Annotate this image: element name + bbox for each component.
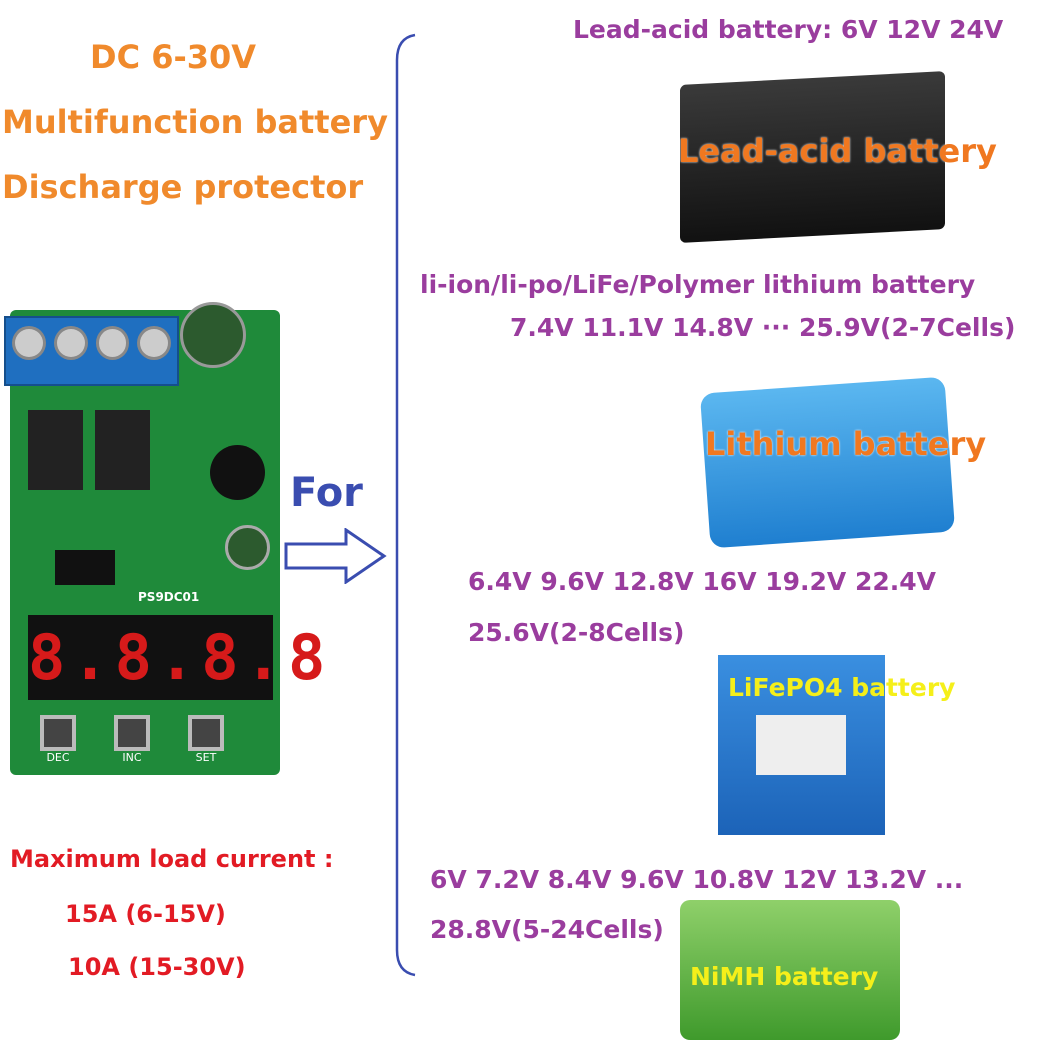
title-line-1: DC 6-30V <box>90 38 257 76</box>
set-button[interactable]: SET <box>188 715 224 764</box>
board-model: PS9DC01 <box>138 590 200 604</box>
lead-acid-spec: Lead-acid battery: 6V 12V 24V <box>573 15 1004 44</box>
lithium-spec-1: li-ion/li-po/LiFe/Polymer lithium batter… <box>420 270 976 299</box>
load-heading: Maximum load current : <box>10 845 334 873</box>
nimh-spec-1: 6V 7.2V 8.4V 9.6V 10.8V 12V 13.2V ... <box>430 865 964 894</box>
nimh-spec-2: 28.8V(5-24Cells) <box>430 915 664 944</box>
lifepo4-battery-image <box>718 655 885 835</box>
inductor <box>210 445 265 500</box>
lifepo4-spec-1: 6.4V 9.6V 12.8V 16V 19.2V 22.4V <box>468 567 937 596</box>
nimh-label: NiMH battery <box>690 962 879 991</box>
capacitor <box>180 302 246 368</box>
pcb-board: PS9DC01 8.8.8.8 DEC INC SET <box>4 302 325 775</box>
dec-button[interactable]: DEC <box>40 715 76 764</box>
brace-divider <box>395 33 416 977</box>
terminal-block <box>4 316 179 386</box>
lithium-label: Lithium battery <box>705 425 987 463</box>
title-line-2: Multifunction battery <box>2 103 388 141</box>
lifepo4-spec-2: 25.6V(2-8Cells) <box>468 618 685 647</box>
inc-button[interactable]: INC <box>114 715 150 764</box>
mosfet <box>28 410 83 490</box>
led-display: 8.8.8.8 <box>28 615 325 700</box>
for-label: For <box>290 470 363 516</box>
load-line-1: 15A (6-15V) <box>65 900 226 928</box>
title-line-3: Discharge protector <box>2 168 364 206</box>
lithium-spec-2: 7.4V 11.1V 14.8V ··· 25.9V(2-7Cells) <box>510 313 1016 342</box>
capacitor <box>225 525 270 570</box>
lifepo4-label: LiFePO4 battery <box>728 673 956 702</box>
nimh-battery-image <box>680 900 900 1040</box>
ic-chip <box>55 550 115 585</box>
mosfet <box>95 410 150 490</box>
arrow-right-icon <box>284 528 387 584</box>
lead-acid-label: Lead-acid battery <box>678 132 997 170</box>
load-line-2: 10A (15-30V) <box>68 953 246 981</box>
